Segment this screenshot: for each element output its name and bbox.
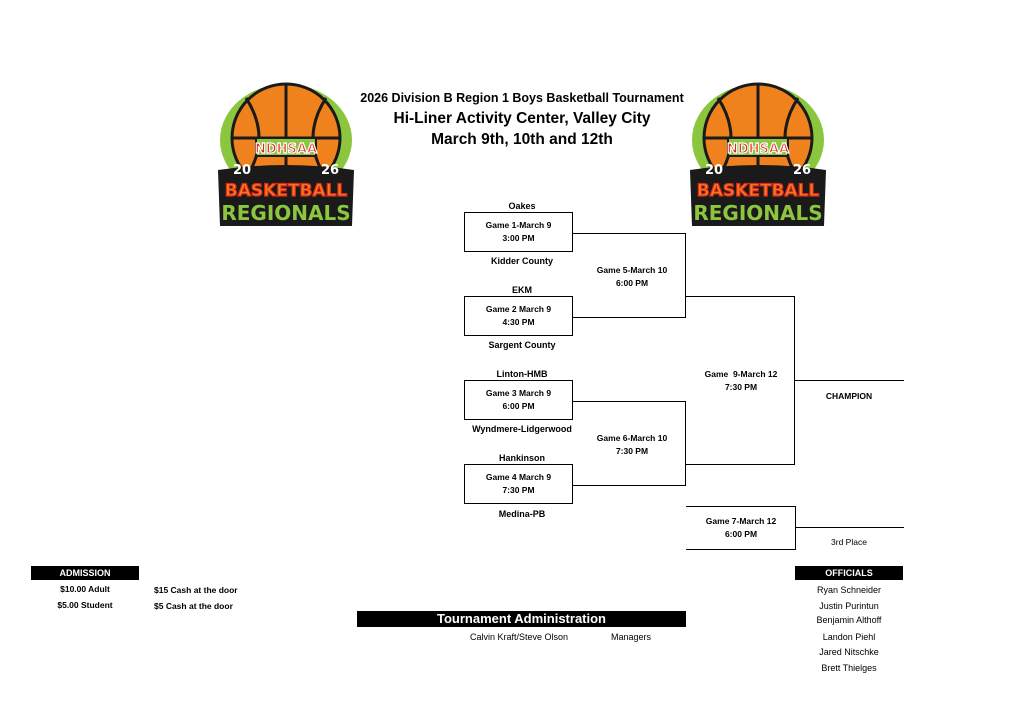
tournament-title: 2026 Division B Region 1 Boys Basketball…	[360, 91, 684, 105]
admission-header: ADMISSION	[31, 566, 139, 580]
logo-line1: BASKETBALL	[225, 181, 348, 201]
logo-org-text: NDHSAA	[727, 142, 789, 157]
game-7-label: Game 7-March 12 6:00 PM	[705, 516, 777, 539]
champion-label: CHAMPION	[825, 391, 873, 401]
game-2-label: Game 2 March 9	[485, 304, 552, 314]
logo-year-left: 20	[705, 163, 723, 178]
third-place-label: 3rd Place	[831, 537, 867, 547]
game-3-label: Game 3 March 9	[485, 388, 552, 398]
org-banner	[255, 137, 317, 157]
game-6-label: Game 6-March 10 7:30 PM	[596, 433, 668, 456]
bracket-line	[685, 233, 687, 318]
game-1-time: 3:00 PM	[502, 233, 535, 243]
logo-year-right: 26	[321, 163, 339, 178]
official-name: Justin Purintun	[819, 601, 879, 611]
team-oakes: Oakes	[508, 201, 536, 211]
game-4-box: Game 4 March 9 7:30 PM	[464, 464, 573, 504]
game-5-label: Game 5-March 10 6:00 PM	[596, 265, 668, 288]
team-medina-pb: Medina-PB	[498, 509, 546, 519]
team-linton-hmb: Linton-HMB	[496, 369, 548, 379]
logo-line2: REGIONALS	[221, 201, 350, 225]
team-hankinson: Hankinson	[498, 453, 545, 463]
game-9-label: Game 9-March 12 7:30 PM	[704, 369, 778, 392]
game-2-box: Game 2 March 9 4:30 PM	[464, 296, 573, 336]
official-name: Ryan Schneider	[816, 585, 882, 595]
team-sargent-county: Sargent County	[488, 340, 556, 350]
logo-year-right: 26	[793, 163, 811, 178]
tournament-administration-header: Tournament Administration	[357, 611, 686, 627]
logo-plate	[690, 165, 826, 226]
game-1-label: Game 1-March 9	[485, 220, 552, 230]
game-4-label: Game 4 March 9	[485, 472, 552, 482]
logo-line2: REGIONALS	[693, 201, 822, 225]
officials-header: OFFICIALS	[795, 566, 903, 580]
manager-names: Calvin Kraft/Steve Olson	[470, 632, 569, 642]
champion-line	[795, 380, 904, 382]
venue-title: Hi-Liner Activity Center, Valley City	[393, 110, 651, 127]
game-1-box: Game 1-March 9 3:00 PM	[464, 212, 573, 252]
third-place-line	[795, 527, 904, 529]
official-name: Brett Thielges	[821, 663, 877, 673]
bracket-line	[573, 485, 686, 487]
official-name: Landon Piehl	[822, 632, 876, 642]
bracket-line	[573, 233, 686, 235]
logo-plate	[218, 165, 354, 226]
dates-title: March 9th, 10th and 12th	[431, 131, 613, 148]
org-banner	[727, 137, 789, 157]
game-4-time: 7:30 PM	[502, 485, 535, 495]
logo-org-text: NDHSAA	[255, 142, 317, 157]
admission-adult-price: $10.00 Adult	[60, 584, 110, 594]
official-name: Benjamin Althoff	[816, 615, 882, 625]
team-kidder-county: Kidder County	[491, 256, 553, 266]
team-ekm: EKM	[512, 285, 532, 295]
game-2-time: 4:30 PM	[502, 317, 535, 327]
bracket-line	[573, 317, 686, 319]
bracket-line	[685, 401, 687, 486]
logo-year-left: 20	[233, 163, 251, 178]
bracket-line	[686, 296, 795, 298]
manager-role: Managers	[611, 632, 652, 642]
admission-adult-door: $15 Cash at the door	[154, 585, 238, 595]
game-3-time: 6:00 PM	[502, 401, 535, 411]
admission-student-price: $5.00 Student	[57, 600, 113, 610]
bracket-line	[573, 401, 686, 403]
bracket-line	[794, 296, 796, 465]
admission-student-door: $5 Cash at the door	[154, 601, 233, 611]
game-3-box: Game 3 March 9 6:00 PM	[464, 380, 573, 420]
team-wyndmere-lidgerwood: Wyndmere-Lidgerwood	[472, 424, 572, 434]
official-name: Jared Nitschke	[819, 647, 879, 657]
bracket-line	[686, 464, 795, 466]
logo-line1: BASKETBALL	[697, 181, 820, 201]
